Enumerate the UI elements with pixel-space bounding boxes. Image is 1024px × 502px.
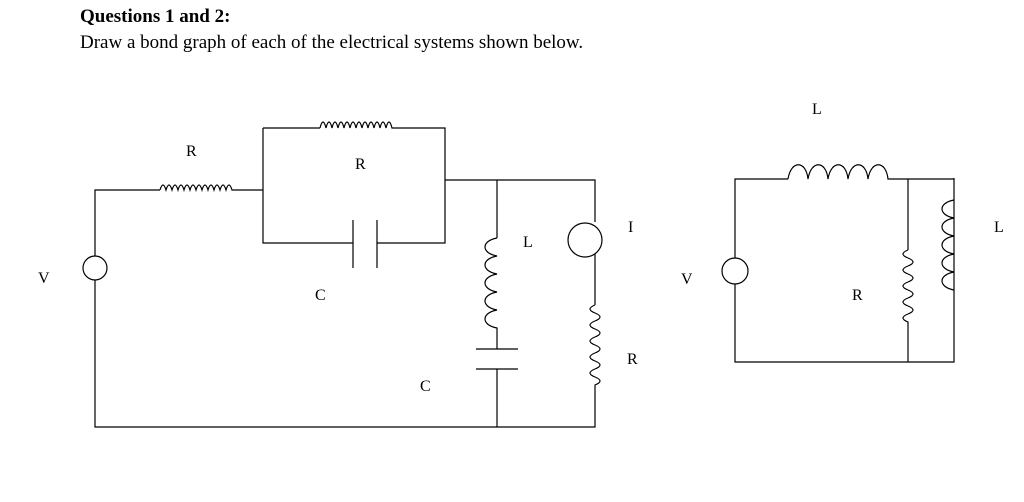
c1-label-c-parallel: C [315,287,326,304]
c1-label-c-branch: C [420,378,431,395]
c2-voltage-source [721,257,749,285]
c1-label-r-series: R [186,143,197,160]
question-instruction: Draw a bond graph of each of the electri… [80,32,584,53]
circuit-2: V L R L [681,101,1004,363]
c1-label-i: I [628,219,633,236]
c2-resistor [902,249,914,362]
c1-branch-resistor [589,304,601,395]
c2-label-l-series: L [812,101,822,118]
c2-wire-bottom-right [734,178,955,363]
c1-voltage-source [82,255,108,281]
c1-label-v: V [38,270,50,287]
c2-inductor [941,199,955,291]
c2-label-l: L [994,219,1004,236]
c1-label-l-branch: L [523,234,533,251]
c1-wire-top-left [94,189,160,256]
circuit-1: V R R C L C I R [38,121,638,428]
c2-label-r: R [852,287,863,304]
c2-series-inductor [787,164,908,180]
c1-wire-top-right [445,179,596,222]
c1-branch-inductor [484,237,498,349]
question-heading: Questions 1 and 2: [80,6,231,27]
c1-label-r-parallel: R [355,156,366,173]
c2-label-v: V [681,271,693,288]
c1-series-resistor [159,184,263,193]
c1-wire-bottom [94,280,596,428]
c2-wire-top-left [734,178,788,258]
c1-wire-parallel-left [262,128,353,244]
c1-current-source [567,222,603,258]
c1-parallel-resistor [319,121,446,244]
c1-label-r-branch: R [627,351,638,368]
